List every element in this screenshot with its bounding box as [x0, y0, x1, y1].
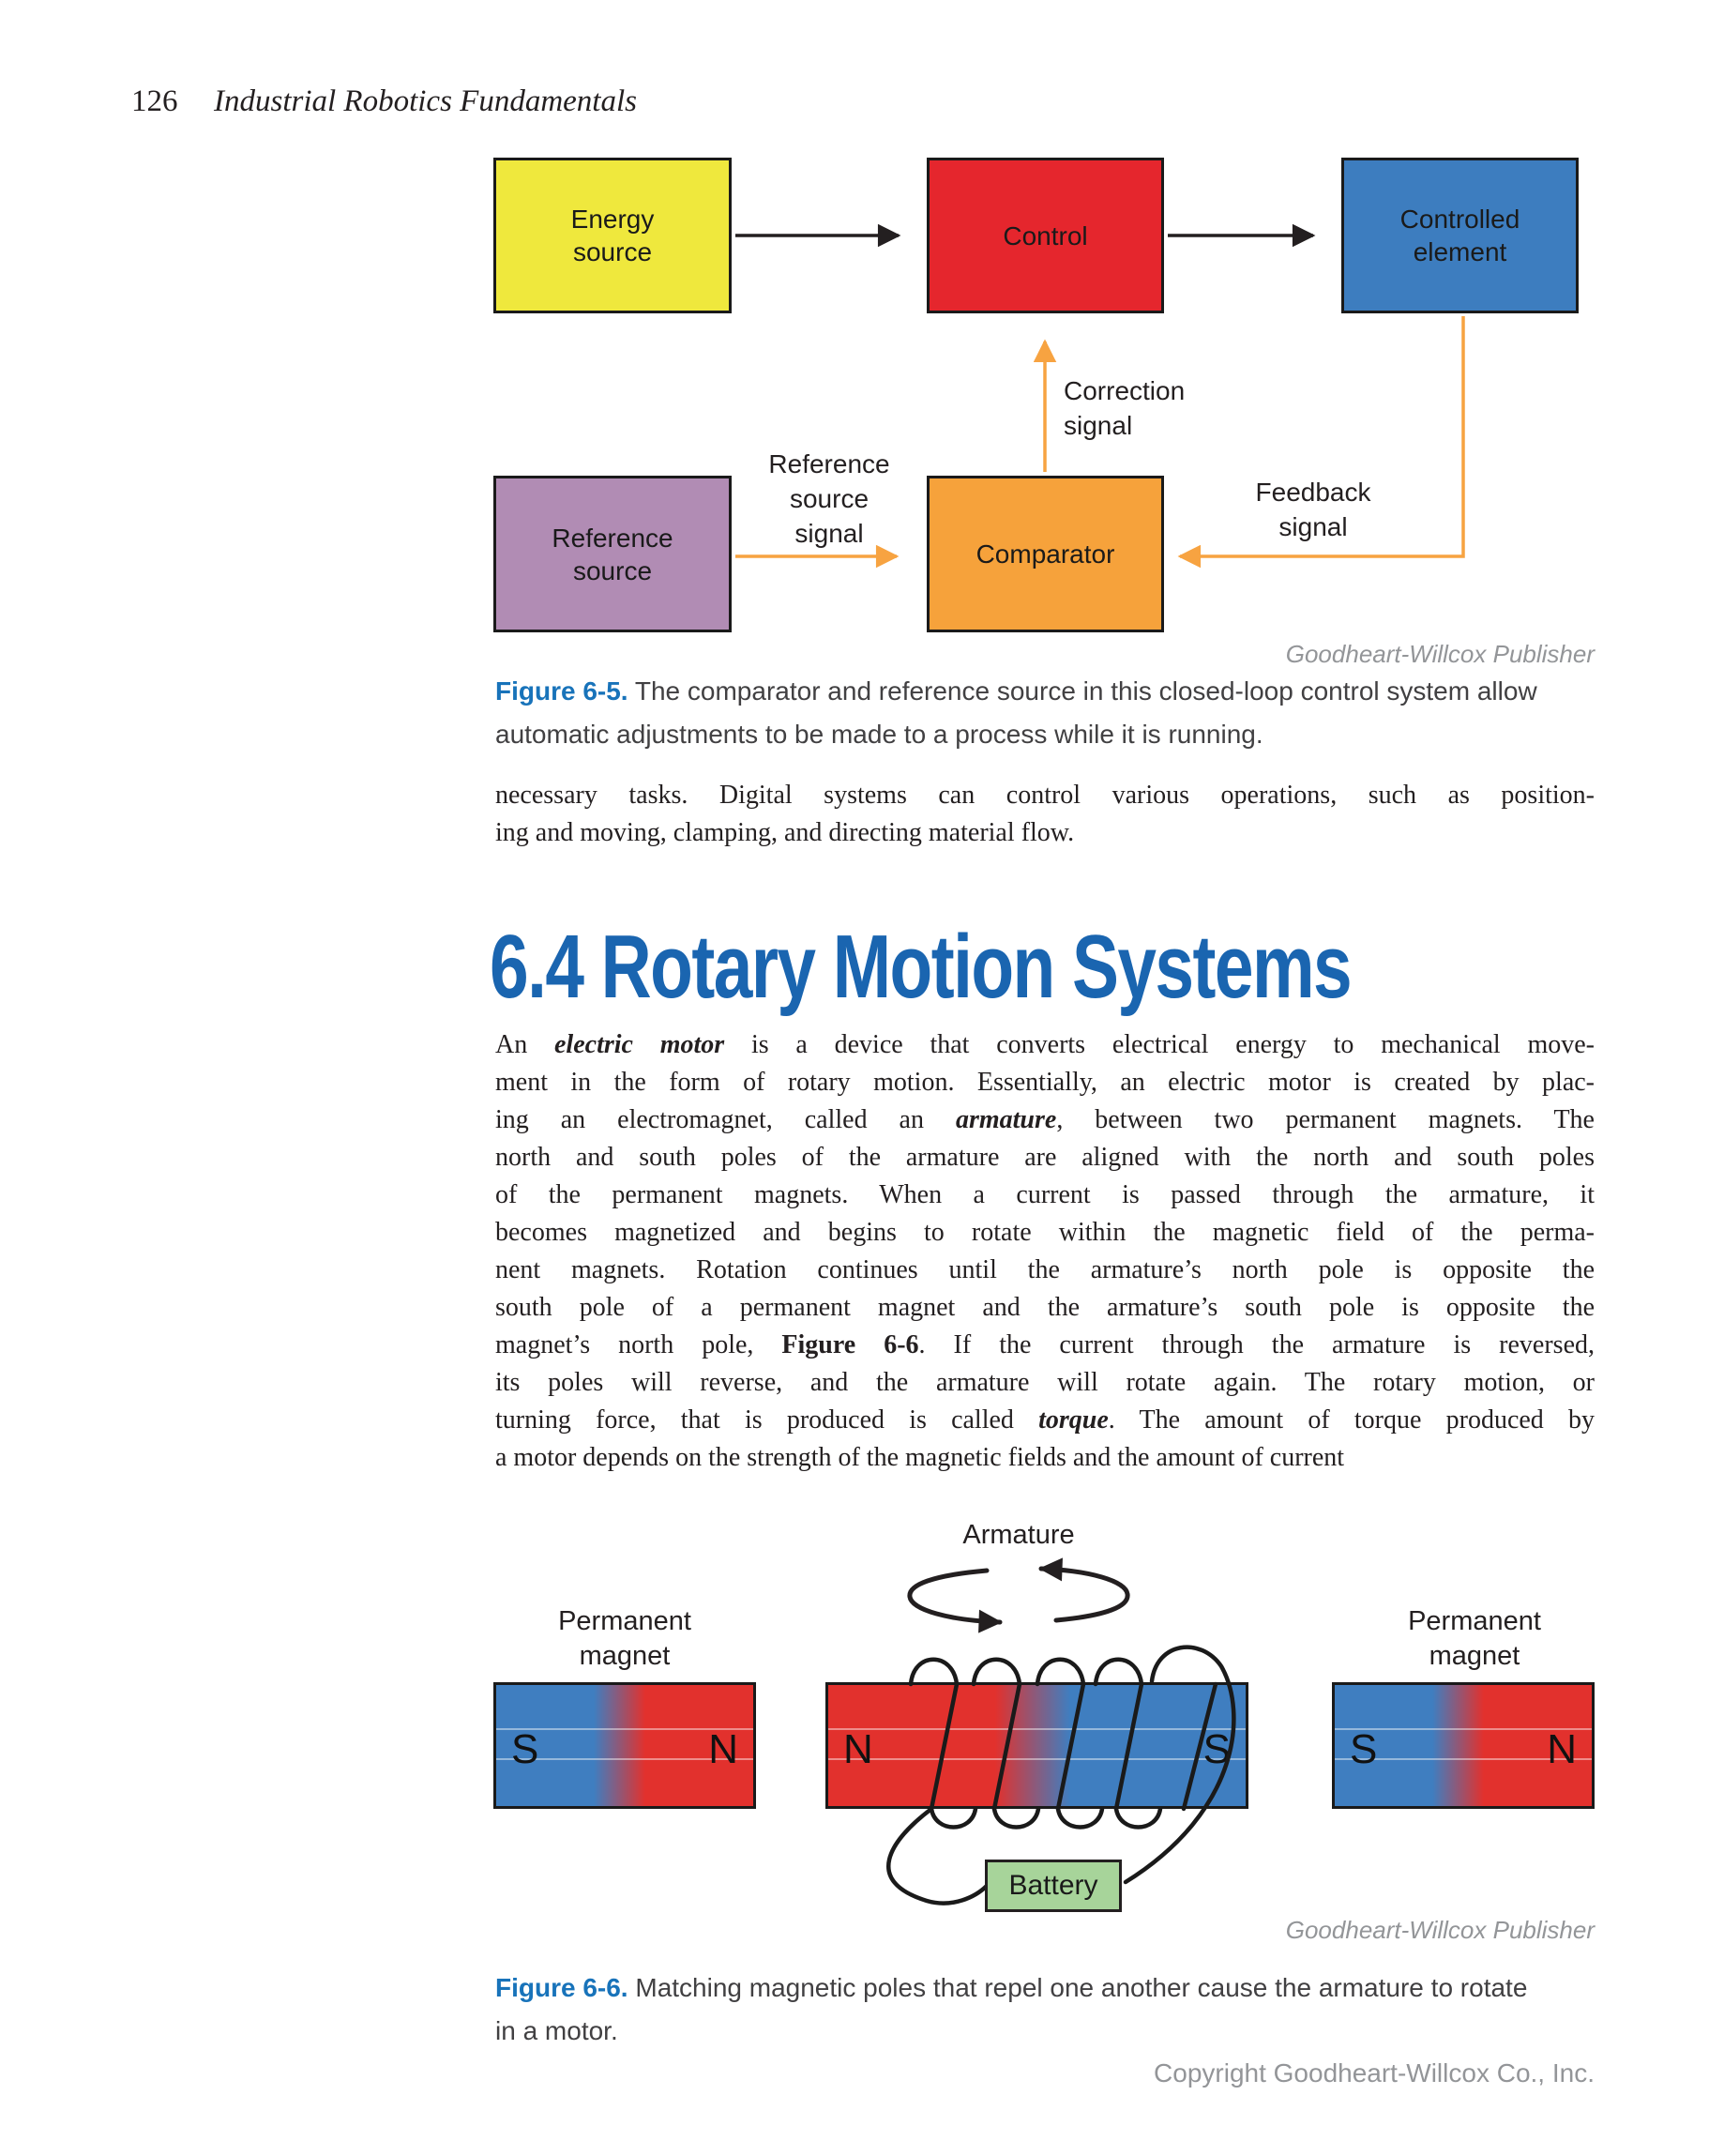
term-armature: armature — [955, 1105, 1057, 1134]
controlled-element-label: Controlled — [1399, 205, 1520, 234]
paragraph-line: north and south poles of the armature ar… — [495, 1143, 1595, 1172]
permanent-magnet-label-right: Permanent magnet — [1408, 1606, 1541, 1671]
paragraph-line: ment in the form of rotary motion. Essen… — [495, 1068, 1595, 1097]
paragraph-line: turning force, that is produced is calle… — [495, 1405, 1595, 1435]
paragraph-line: ing and moving, clamping, and directing … — [495, 818, 1075, 847]
paragraph-line: becomes magnetized and begins to rotate … — [495, 1218, 1595, 1247]
magnet-right: S N — [1332, 1682, 1595, 1809]
figure6-label: Figure 6-6. — [495, 1973, 628, 2002]
figure6-caption: Figure 6-6. Matching magnetic poles that… — [495, 1973, 1528, 2045]
section-heading: 6.4 Rotary Motion Systems — [490, 917, 1353, 1017]
reference-source-label: Reference — [552, 523, 673, 553]
figure6-credit: Goodheart-Willcox Publisher — [1285, 1916, 1595, 1944]
energy-source-box: Energy source — [493, 158, 732, 313]
paragraph-line: ing an electromagnet, called an armature… — [495, 1105, 1595, 1134]
pole-letter: N — [1547, 1726, 1577, 1772]
paragraph-line: nent magnets. Rotation continues until t… — [495, 1255, 1595, 1284]
armature-label: Armature — [962, 1520, 1075, 1550]
paragraph-line: south pole of a permanent magnet and the… — [495, 1293, 1595, 1322]
rotation-arrow-top — [1038, 1557, 1130, 1623]
pole-letter: S — [1350, 1726, 1378, 1772]
book-title: Industrial Robotics Fundamentals — [214, 84, 637, 118]
paragraph-line: An electric motor is a device that conve… — [495, 1030, 1595, 1059]
rotary-paragraph: An electric motor is a device that conve… — [495, 1026, 1595, 1477]
page-number: 126 — [131, 84, 178, 118]
paragraph-line: its poles will reverse, and the armature… — [495, 1368, 1595, 1397]
energy-source-label: Energy — [570, 205, 655, 234]
magnet-middle-armature: N S — [825, 1682, 1248, 1809]
magnet-left: S N — [493, 1682, 756, 1809]
rotation-arrow-bottom — [907, 1568, 1003, 1633]
correction-signal-label: Correction signal — [1064, 376, 1186, 440]
paragraph-line: magnet’s north pole, Figure 6-6. If the … — [495, 1330, 1595, 1359]
permanent-magnet-label-left: Permanent magnet — [558, 1606, 691, 1671]
intro-paragraph: necessary tasks. Digital systems can con… — [495, 777, 1595, 852]
page-footer: Copyright Goodheart-Willcox Co., Inc. — [1154, 2058, 1595, 2088]
battery-lead-left — [886, 1806, 990, 1905]
paragraph-line: of the permanent magnets. When a current… — [495, 1180, 1595, 1209]
control-label: Control — [1003, 220, 1088, 251]
pole-letter: S — [1202, 1726, 1231, 1772]
control-box: Control — [927, 158, 1164, 313]
figure5-label: Figure 6-5. — [495, 676, 628, 706]
figure6-reference: Figure 6-6 — [781, 1330, 919, 1359]
paragraph-line: a motor depends on the strength of the m… — [495, 1443, 1345, 1472]
feedback-signal-label: Feedback signal — [1255, 478, 1371, 541]
reference-source-box: Reference source — [493, 476, 732, 632]
term-electric-motor: electric motor — [554, 1030, 725, 1059]
term-torque: torque — [1038, 1405, 1109, 1435]
paragraph-line: necessary tasks. Digital systems can con… — [495, 781, 1595, 810]
comparator-label: Comparator — [975, 539, 1115, 569]
comparator-box: Comparator — [927, 476, 1164, 632]
figure5-credit: Goodheart-Willcox Publisher — [1285, 640, 1595, 668]
pole-letter: N — [843, 1726, 873, 1772]
pole-letter: S — [511, 1726, 539, 1772]
pole-letter: N — [708, 1726, 738, 1772]
figure5-caption: Figure 6-5. The comparator and reference… — [495, 676, 1537, 749]
battery-label: Battery — [1008, 1870, 1098, 1901]
controlled-element-box: Controlled element — [1341, 158, 1579, 313]
battery-box: Battery — [985, 1860, 1122, 1912]
reference-source-signal-label: Reference source signal — [768, 449, 890, 548]
